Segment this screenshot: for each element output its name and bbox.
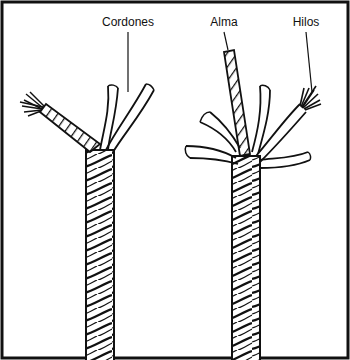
rope-right (185, 50, 321, 360)
rope-left (20, 84, 154, 360)
leader-lines (128, 32, 312, 92)
frame (2, 2, 348, 358)
part-label: Cordones (100, 15, 156, 29)
part-label: Alma (208, 15, 239, 29)
part-label: Hilos (291, 15, 322, 29)
